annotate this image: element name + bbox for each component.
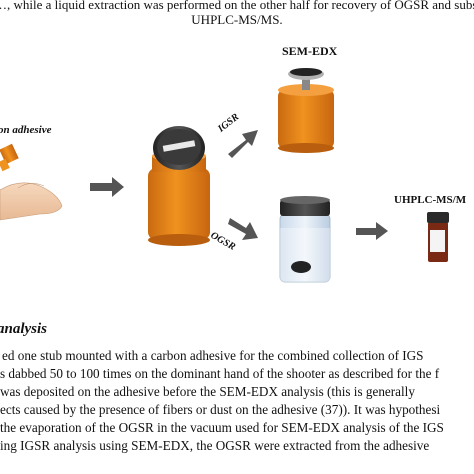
ogsr-arrow-icon bbox=[228, 218, 258, 240]
label-uhplc: UHPLC-MS/M bbox=[394, 194, 467, 206]
vial-icon bbox=[427, 212, 449, 262]
caption-line-1: …, while a liquid extraction was perform… bbox=[0, 0, 474, 12]
body-line-4: ects caused by the presence of fibers or… bbox=[0, 402, 441, 417]
body-line-5: the evaporation of the OGSR in the vacuu… bbox=[0, 420, 444, 435]
body-line-2: s dabbed 50 to 100 times on the dominant… bbox=[0, 366, 440, 381]
sem-edx-stub-icon bbox=[278, 68, 334, 153]
figure-illustration bbox=[0, 68, 449, 283]
label-adhesive: on adhesive bbox=[0, 124, 52, 136]
caption-line-2: UHPLC-MS/MS. bbox=[191, 12, 283, 27]
body-line-1: ed one stub mounted with a carbon adhesi… bbox=[2, 348, 424, 363]
figure: on adhesive SEM-EDX IGSR OGSR UHPLC-MS/M bbox=[0, 30, 474, 290]
stub-container-icon bbox=[148, 126, 210, 246]
section-heading: analysis bbox=[0, 321, 48, 337]
body-line-3: was deposited on the adhesive before the… bbox=[0, 384, 415, 399]
extraction-jar-icon bbox=[279, 196, 331, 283]
body-text: ed one stub mounted with a carbon adhesi… bbox=[0, 348, 474, 474]
label-sem-edx: SEM-EDX bbox=[282, 44, 338, 58]
arrow-right-icon bbox=[90, 177, 124, 197]
arrow-right-icon-2 bbox=[356, 222, 388, 240]
igsr-arrow-icon bbox=[228, 130, 258, 158]
body-line-6: ing IGSR analysis using SEM-EDX, the OGS… bbox=[0, 438, 430, 453]
hand-with-stub-icon bbox=[0, 143, 63, 221]
